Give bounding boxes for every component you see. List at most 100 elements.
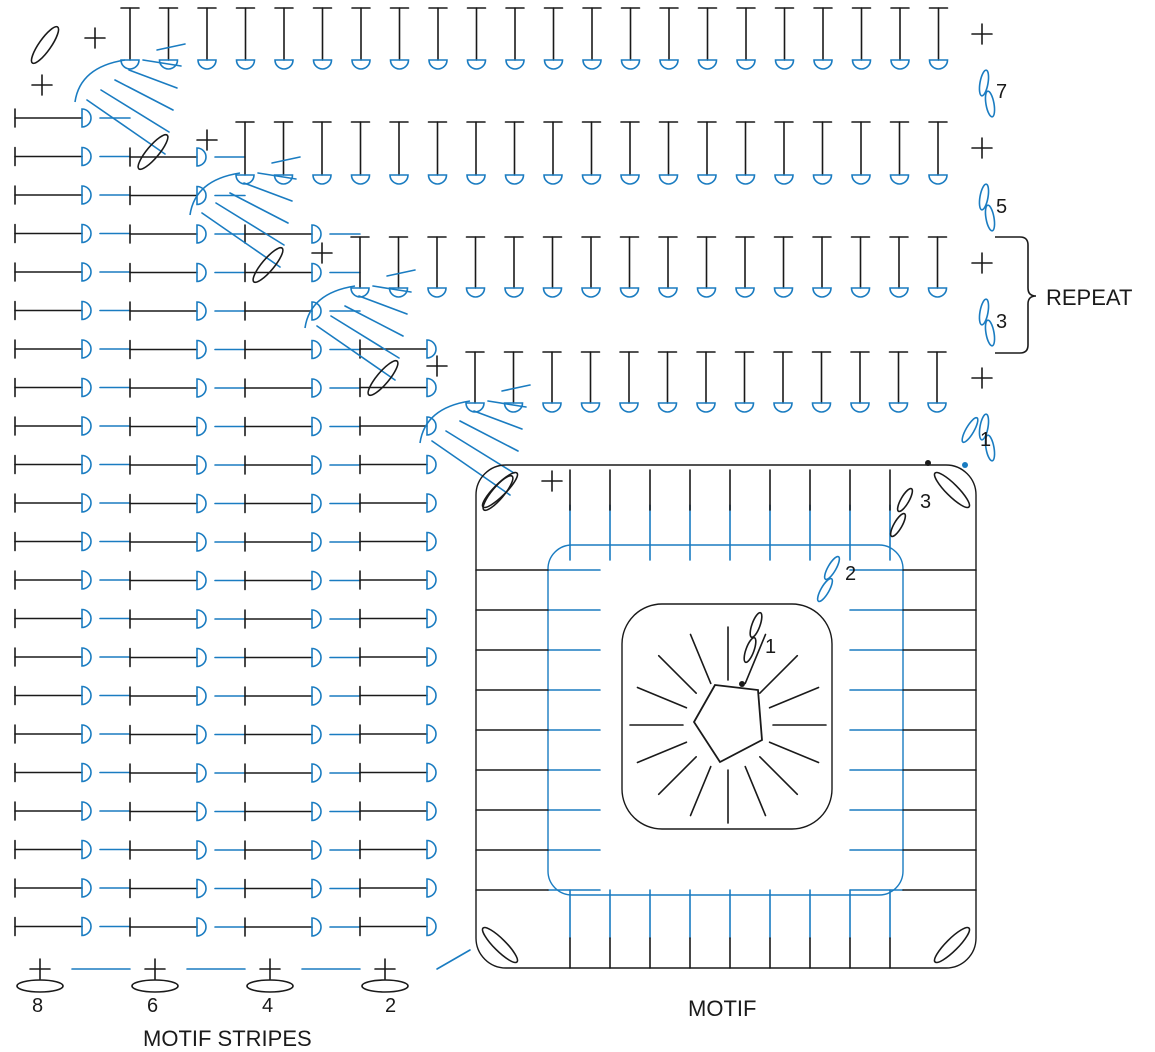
stripe0-st2-loop — [81, 185, 92, 205]
stripe2-st18-loop — [311, 917, 322, 937]
motif-corner-ch-0 — [481, 471, 519, 509]
top-row0-st9-loop — [466, 59, 487, 70]
top-row3-st8-loop — [773, 402, 793, 413]
top-row2-st3-loop — [465, 287, 486, 298]
top-row0-st11-loop — [543, 59, 564, 70]
top-row3-st2-loop — [542, 402, 562, 413]
stripe3-st4-loop — [426, 493, 437, 513]
motif-center-spoke-9 — [636, 686, 688, 709]
stripe-label-8: 8 — [32, 995, 44, 1017]
stripe-to-motif-link — [436, 949, 471, 970]
stripe0-st20-loop — [81, 878, 92, 898]
stripe2-found-ch — [246, 979, 294, 993]
top-row3-st7-loop — [734, 402, 755, 413]
motif-round1-ch-b — [743, 636, 757, 664]
top-row2-st6-loop — [581, 287, 601, 298]
top-row0-st3-loop — [235, 59, 256, 70]
stripe1-st17-loop — [196, 801, 207, 822]
top-row2-st7-loop — [619, 287, 640, 298]
top-row2-st5-loop — [542, 287, 563, 298]
stripe3-st8-loop — [426, 647, 437, 667]
stripe1-st16-loop — [196, 763, 207, 783]
top-row0-st16-loop — [736, 59, 756, 70]
motif-center-spoke-15 — [768, 686, 820, 709]
stripe0-st13-loop — [81, 608, 92, 629]
motif-round3 — [547, 544, 904, 896]
stripe3-st14-loop — [426, 878, 437, 898]
stripe2-st11-loop — [311, 647, 322, 668]
top-row0-st15-loop — [697, 59, 718, 70]
stripe0-st17-loop — [81, 762, 92, 783]
motif-round1-ch-a — [749, 611, 763, 639]
stripe2-st8-loop — [311, 532, 322, 552]
top-row0-st17-loop — [774, 59, 795, 70]
motif-stripes-grid — [14, 108, 471, 993]
top-rows-grid — [30, 7, 996, 512]
corner-spoke-2-4 — [372, 285, 412, 293]
stripe0-st6-loop — [81, 339, 92, 359]
edge-ch-0-b — [984, 90, 996, 118]
motif-center-spoke-14 — [759, 654, 799, 694]
motif-square — [475, 416, 979, 969]
motif-corner-ch-3 — [933, 926, 971, 964]
motif-stripes-label: MOTIF STRIPES — [143, 1026, 312, 1051]
stripe3-st12-loop — [426, 801, 437, 821]
row1-slip-dot — [962, 462, 968, 468]
stripe3-st7-loop — [426, 608, 437, 629]
stripe1-st1-loop — [196, 185, 207, 206]
motif-center-spoke-7 — [636, 741, 688, 764]
corner-spoke-0-2 — [114, 79, 174, 111]
stripe0-st12-loop — [81, 570, 92, 590]
stripe3-st5-loop — [426, 531, 437, 552]
top-row2-st2-loop — [427, 287, 447, 298]
top-row0-st8-loop — [428, 59, 448, 70]
stripe-label-4: 4 — [262, 995, 274, 1017]
stripe2-st15-loop — [311, 801, 322, 822]
stripe-label-6: 6 — [147, 995, 159, 1017]
motif-corner-ch-1 — [933, 471, 971, 509]
motif-center-spoke-13 — [744, 633, 767, 685]
repeat-label: REPEAT — [1046, 285, 1133, 310]
stripe2-st9-loop — [311, 570, 322, 591]
top-row3-st11-loop — [888, 402, 909, 413]
stripe1-st11-loop — [196, 570, 207, 591]
stripe0-st3-loop — [81, 223, 92, 244]
corner-spoke-2-5 — [386, 269, 416, 277]
corner-arc-3 — [419, 400, 471, 444]
top-row3-st3-loop — [580, 402, 601, 413]
stripe1-st6-loop — [196, 378, 207, 398]
stripe1-st7-loop — [196, 416, 207, 437]
motif-center-slip-dot — [739, 681, 745, 687]
stripe2-st1-loop — [311, 262, 322, 283]
corner-spoke-1-2 — [229, 192, 289, 224]
stripe2-st0-loop — [311, 224, 322, 244]
corner-spoke-3-2 — [459, 420, 519, 452]
corner-spoke-0-1 — [100, 89, 170, 133]
stripe1-st20-loop — [196, 917, 207, 937]
stripe3-st0-loop — [426, 339, 437, 359]
top-row1-st6-loop — [466, 174, 486, 185]
corner-ch-0 — [137, 133, 169, 171]
corner-spoke-2-2 — [344, 305, 404, 337]
corner-spoke-2-1 — [330, 315, 400, 359]
corner-spoke-0-3 — [128, 69, 178, 89]
top-row3-st9-loop — [811, 402, 832, 413]
stripe1-st2-loop — [196, 224, 207, 244]
edge-ch-2-b — [984, 319, 996, 347]
top-row0-st6-loop — [351, 59, 371, 70]
corner-arc-2 — [304, 285, 356, 329]
top-row1-st15-loop — [812, 174, 833, 185]
stripe3-st15-loop — [426, 916, 437, 937]
stripe0-st5-loop — [81, 300, 92, 321]
motif-outline — [475, 464, 977, 969]
stripe2-st2-loop — [311, 301, 322, 321]
top-row1-st3-loop — [350, 174, 371, 185]
top-row0-st21-loop — [928, 59, 949, 70]
top-row2-st8-loop — [658, 287, 678, 298]
top-row1-st8-loop — [543, 174, 563, 185]
stripe0-st18-loop — [81, 801, 92, 821]
top-row3-st6-loop — [696, 402, 716, 413]
stripe1-st18-loop — [196, 840, 207, 860]
motif-center-spoke-5 — [689, 765, 712, 817]
